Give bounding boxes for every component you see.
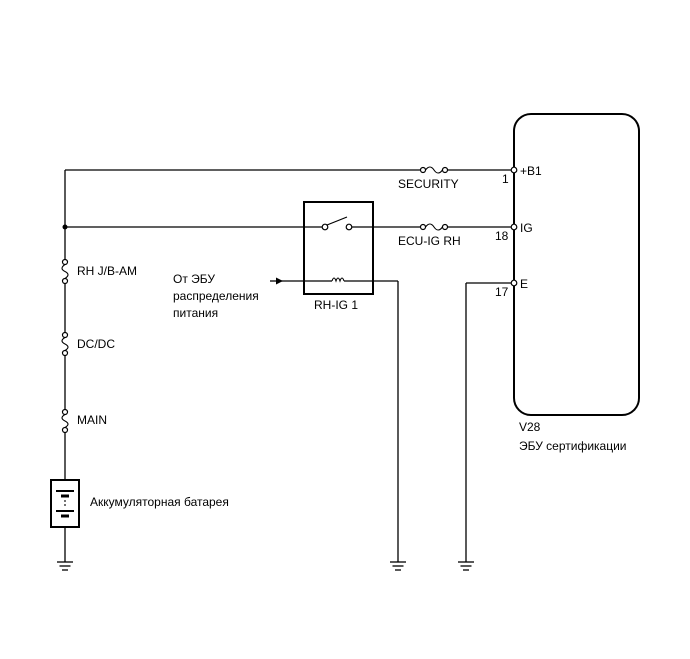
ecu-pin-e [510,279,518,287]
battery-symbol [50,479,80,528]
dc-dc-fuse-label: DC/DC [77,337,115,351]
e-ground-wire [465,282,514,562]
ecu-pin-ig-number: 18 [495,229,509,243]
security-fuse-label: SECURITY [398,177,459,191]
signal-source-line1: От ЭБУ [173,272,215,286]
ecu-code-label: V28 [519,420,541,434]
ecu-pin-b1 [510,166,518,174]
ecu-pin-ig-label: IG [520,221,533,235]
ecu-ig-rh-fuse-label: ECU-IG RH [398,234,461,248]
relay-coil [283,277,399,562]
rh-jb-am-fuse-label: RH J/B-AM [77,264,137,278]
ecu-ig-rh-fuse [419,223,449,231]
relay-switch [321,216,353,231]
relay-ground-icon [390,561,406,571]
signal-source-line3: питания [173,306,218,320]
battery-ground-icon [57,561,73,571]
signal-arrow [270,277,283,285]
ecu-pin-b1-number: 1 [502,172,509,186]
ig-wire [62,224,514,230]
battery-label: Аккумуляторная батарея [90,495,229,509]
signal-source-line2: распределения [173,289,259,303]
ecu-pin-ig [510,223,518,231]
security-fuse [419,166,449,174]
main-fuse [61,408,69,434]
relay-label: RH-IG 1 [314,298,358,312]
ecu-pin-e-number: 17 [495,285,509,299]
ecu-box [513,113,640,416]
relay-box [303,201,374,295]
ecu-pin-b1-label: +B1 [520,164,542,178]
ecu-pin-e-label: E [520,277,528,291]
ecu-name-label: ЭБУ сертификации [519,439,627,453]
ecu-ground-icon [458,561,474,571]
main-fuse-label: MAIN [77,413,107,427]
dc-dc-fuse [61,331,69,357]
rh-jb-am-fuse [61,258,69,285]
